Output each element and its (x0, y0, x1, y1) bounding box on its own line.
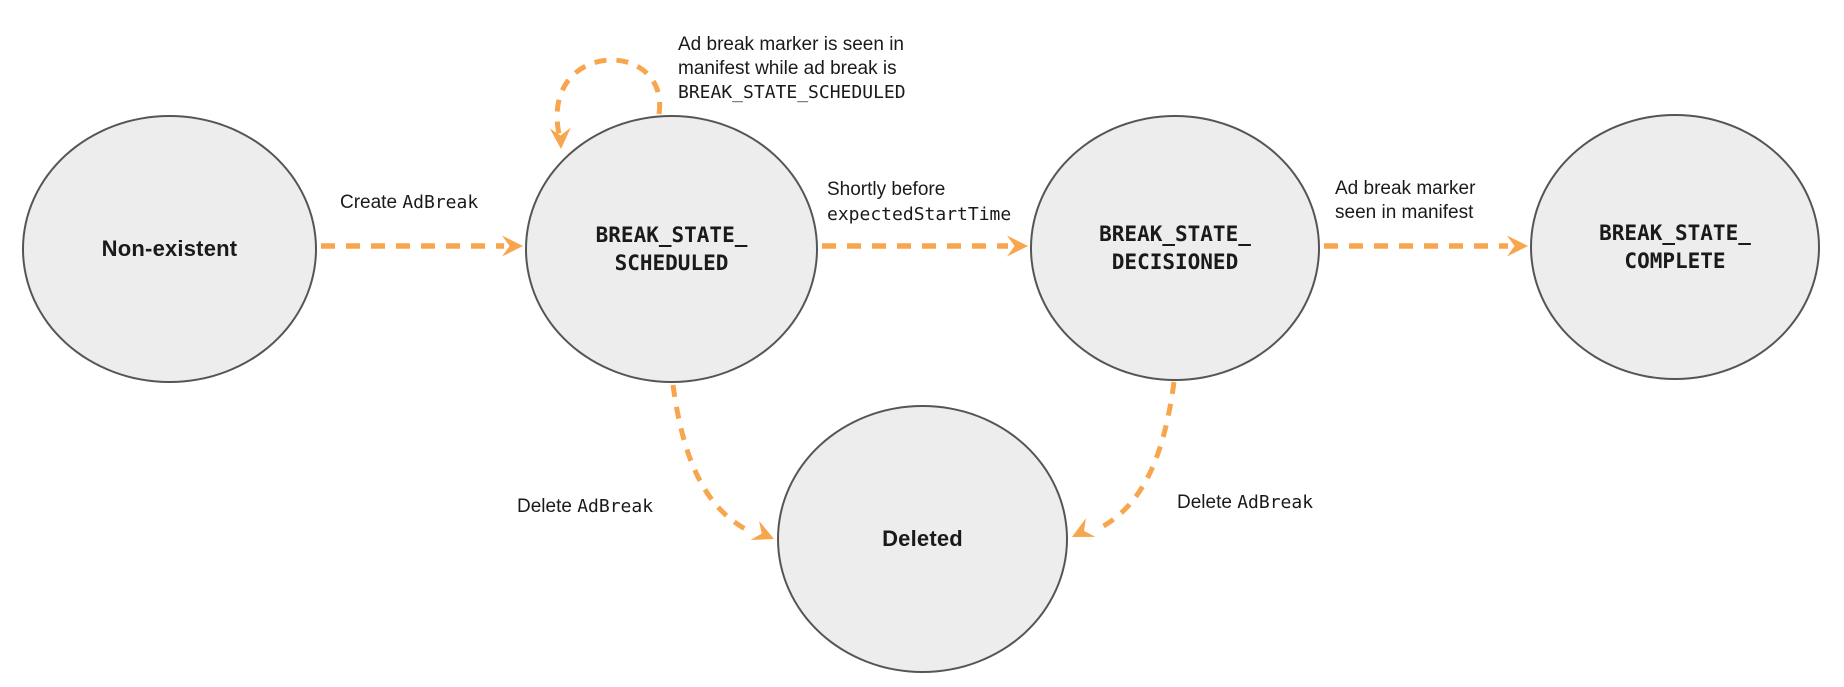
transition-label-create-adbreak: Create AdBreak (340, 190, 478, 215)
state-label-line2: SCHEDULED (614, 251, 729, 275)
state-label-line2: DECISIONED (1111, 250, 1239, 274)
transition-label-self-loop: Ad break marker is seen in manifest whil… (678, 33, 906, 105)
label-code: BREAK_STATE_SCHEDULED (678, 82, 906, 103)
label-line1: Ad break marker (1335, 178, 1476, 199)
label-code: AdBreak (402, 192, 479, 213)
transition-label-marker-seen: Ad break marker seen in manifest (1335, 177, 1475, 225)
arrowhead-self-loop (549, 127, 571, 149)
edge-delete-right-path (1096, 381, 1177, 532)
state-non-existent: Non-existent (22, 115, 317, 383)
state-label-line1: BREAK_STATE_ (1099, 222, 1251, 246)
label-line2: seen in manifest (1335, 202, 1474, 223)
state-label: Non-existent (101, 236, 238, 261)
label-text: Delete (517, 496, 572, 517)
arrowhead-marker-seen (1507, 235, 1528, 257)
label-code: AdBreak (1237, 492, 1314, 513)
transition-label-shortly-before: Shortly before expectedStartTime (827, 177, 1011, 227)
transition-label-delete-adbreak-left: Delete AdBreak (517, 494, 653, 519)
state-break-state-decisioned: BREAK_STATE_ DECISIONED (1030, 115, 1320, 381)
arrowhead-delete-left (750, 520, 774, 541)
state-label-line1: BREAK_STATE_ (1599, 221, 1751, 245)
label-code: expectedStartTime (827, 204, 1012, 225)
state-label-line1: BREAK_STATE_ (595, 223, 748, 247)
state-label: Deleted (882, 526, 963, 551)
label-line1: Ad break marker is seen in (678, 34, 904, 55)
label-text: Delete (1177, 492, 1232, 513)
edge-delete-left-path (670, 384, 751, 534)
label-text: Shortly before (827, 179, 946, 200)
arrowhead-delete-right (1072, 518, 1096, 537)
state-break-state-complete: BREAK_STATE_ COMPLETE (1530, 114, 1820, 380)
state-break-state-scheduled: BREAK_STATE_ SCHEDULED (525, 115, 818, 383)
transition-label-delete-adbreak-right: Delete AdBreak (1177, 490, 1313, 515)
label-line2: manifest while ad break is (678, 58, 897, 79)
arrowhead-create-adbreak (502, 235, 523, 257)
label-text: Create (340, 192, 398, 213)
label-code: AdBreak (577, 496, 654, 517)
state-deleted: Deleted (777, 405, 1068, 673)
state-label-line2: COMPLETE (1624, 249, 1726, 273)
arrowhead-shortly-before (1007, 235, 1028, 257)
